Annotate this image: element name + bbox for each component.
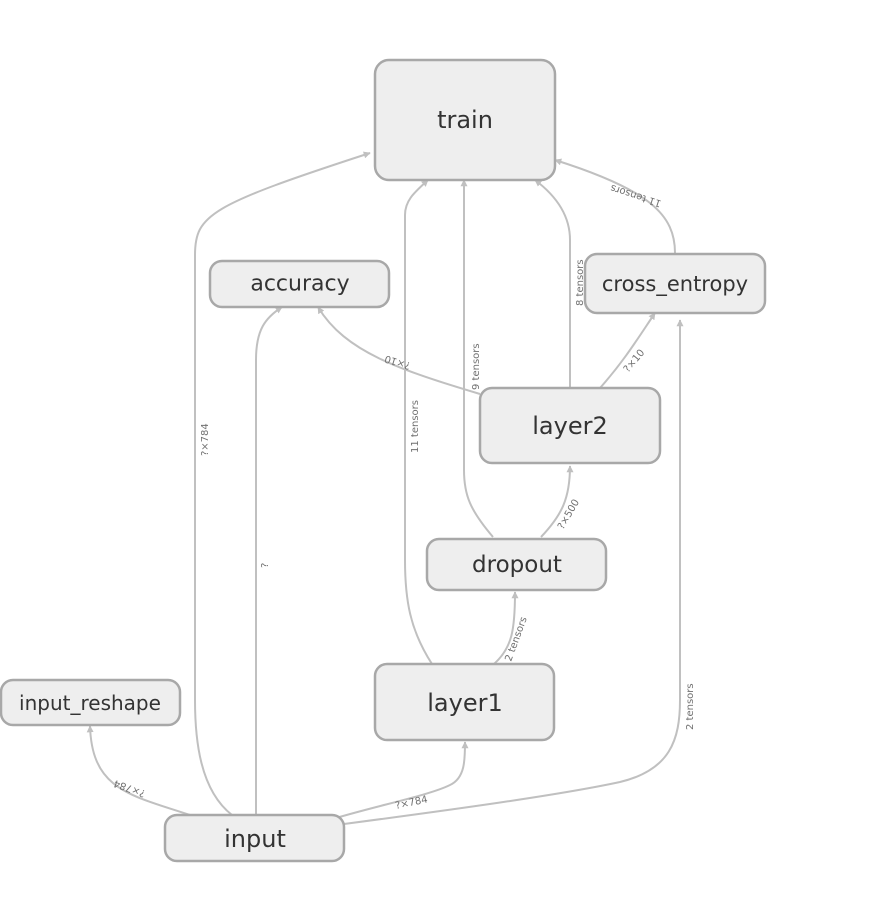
edge-dropout-to-train: [460, 179, 494, 538]
node-label-layer2: layer2: [532, 412, 607, 440]
edge-label-layer2-to-cross-entropy: ?×10: [622, 348, 647, 375]
edge-label-dropout-to-layer2: ?×500: [556, 498, 582, 532]
node-label-dropout: dropout: [472, 552, 562, 578]
edge-layer1-to-train: [404, 179, 433, 665]
edge-label-input-to-input-reshape: ?×784: [112, 777, 147, 799]
node-label-cross-entropy: cross_entropy: [602, 272, 748, 297]
node-label-train: train: [437, 106, 493, 134]
edge-label-input-to-train: ?×784: [200, 423, 211, 456]
edge-layer2-to-cross-entropy: [599, 312, 656, 389]
edge-layer2-to-accuracy: [317, 306, 481, 395]
edge-input-to-accuracy: [255, 306, 283, 815]
node-label-input-reshape: input_reshape: [19, 691, 161, 715]
edge-input-to-input-reshape: [86, 725, 191, 816]
edge-label-input-to-layer1: ?×784: [394, 794, 428, 812]
node-accuracy[interactable]: accuracy: [208, 259, 391, 309]
edge-label-layer1-to-dropout: 2 tensors: [503, 615, 529, 663]
edge-layer2-to-train: [534, 179, 571, 388]
edge-cross-entropy-to-train: [554, 158, 676, 254]
edge-input-to-layer1: [335, 741, 469, 819]
node-train[interactable]: train: [373, 58, 557, 182]
edge-dropout-to-layer2: [540, 465, 574, 538]
node-dropout[interactable]: dropout: [425, 537, 608, 592]
edge-label-dropout-to-train: 9 tensors: [471, 343, 482, 390]
node-label-layer1: layer1: [427, 689, 502, 717]
node-input[interactable]: input: [163, 813, 346, 863]
node-layer2[interactable]: layer2: [478, 386, 662, 465]
edge-label-layer1-to-train: 11 tensors: [410, 400, 421, 453]
edge-label-cross-entropy-to-train: 11 tensors: [609, 182, 663, 209]
node-input-reshape[interactable]: input_reshape: [0, 678, 182, 727]
node-layer1[interactable]: layer1: [373, 662, 556, 742]
edge-layer1-to-dropout: [493, 591, 519, 665]
node-cross-entropy[interactable]: cross_entropy: [583, 252, 767, 315]
edge-input-to-cross-entropy: [343, 319, 684, 825]
edge-label-input-to-accuracy: ?: [260, 563, 271, 568]
edge-label-layer2-to-accuracy: ?×10: [383, 352, 411, 370]
node-label-accuracy: accuracy: [250, 272, 349, 297]
node-label-input: input: [224, 825, 286, 853]
edge-input-to-train: [194, 151, 371, 816]
edge-label-input-to-cross-entropy: 2 tensors: [685, 683, 696, 730]
edge-label-layer2-to-train: 8 tensors: [575, 259, 586, 306]
